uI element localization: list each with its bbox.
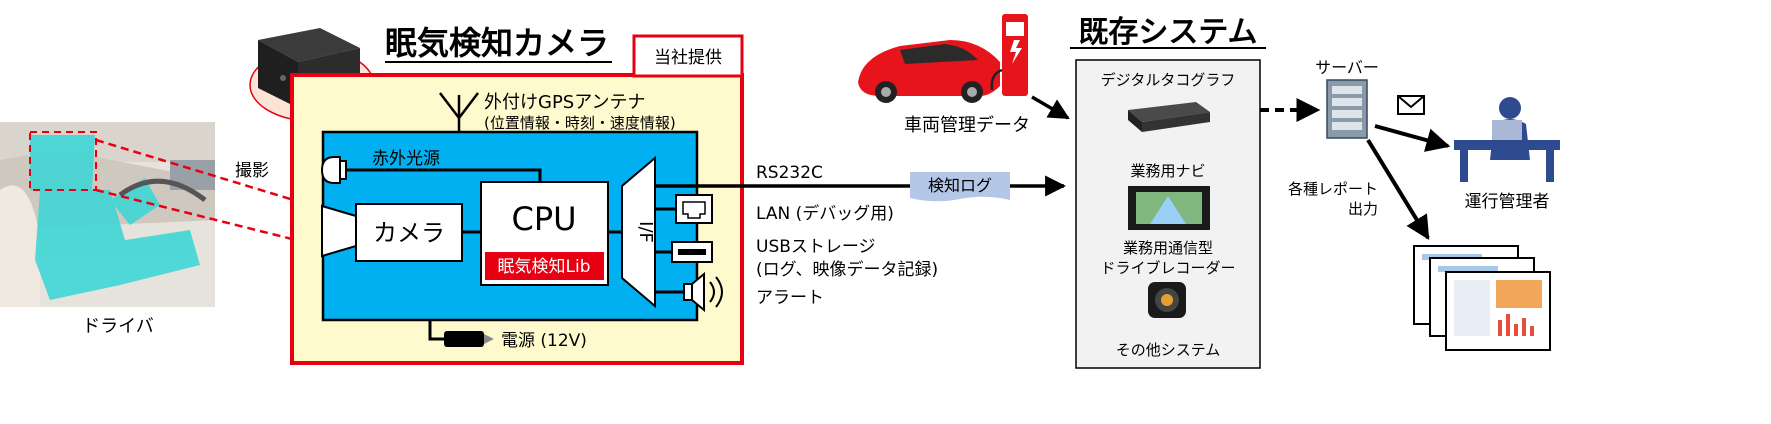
existing-item-telematics: 業務用通信型 — [1123, 239, 1213, 257]
manager-label: 運行管理者 — [1465, 192, 1550, 212]
camera-module-label: カメラ — [373, 219, 445, 247]
server-icon — [1326, 79, 1368, 139]
usb-sublabel: (ログ、映像データ記録) — [756, 259, 938, 280]
power-label: 電源 (12V) — [501, 331, 587, 351]
product-title: 眠気検知カメラ — [385, 24, 609, 62]
mail-icon — [1397, 95, 1425, 115]
antenna-icon — [439, 92, 479, 132]
navigation-icon — [1128, 186, 1210, 230]
vehicle-data-arrow — [1031, 95, 1070, 120]
interface-label: I/F — [635, 221, 656, 243]
lan-label: LAN (デバッグ用) — [756, 203, 894, 224]
detection-log-tag — [910, 172, 1010, 202]
existing-item-dashcam: ドライブレコーダー — [1100, 259, 1235, 277]
provided-badge-label: 当社提供 — [654, 48, 722, 68]
power-plug-icon — [444, 331, 494, 347]
usb-port-icon — [671, 241, 713, 263]
lan-port-icon — [675, 194, 713, 224]
camera-view-line-top — [95, 138, 321, 210]
provided-badge-box — [632, 34, 744, 78]
ir-wire — [346, 168, 542, 182]
cpu-label: CPU — [511, 200, 576, 238]
tachograph-icon — [1128, 102, 1210, 132]
existing-item-navi: 業務用ナビ — [1130, 162, 1205, 180]
camera-module-box[interactable] — [355, 203, 463, 262]
server-label: サーバー — [1315, 58, 1379, 77]
detection-log-label: 検知ログ — [928, 176, 992, 195]
shoot-label: 撮影 — [235, 161, 269, 181]
usb-label: USBストレージ — [756, 237, 876, 257]
existing-system-title: 既存システム — [1078, 15, 1257, 50]
driver-label: ドライバ — [82, 316, 154, 337]
existing-item-tachograph: デジタルタコグラフ — [1101, 71, 1236, 89]
report-label-line2: 出力 — [1348, 200, 1378, 218]
drowsiness-lib-box — [485, 252, 604, 280]
ir-light-label: 赤外光源 — [372, 149, 440, 169]
drowsiness-lib-label: 眠気検知Lib — [498, 257, 591, 277]
ir-light-icon — [320, 156, 347, 184]
driver-photo — [0, 122, 215, 307]
report-documents-icon — [1413, 245, 1551, 351]
server-report-arrow — [1366, 138, 1430, 241]
server-manager-arrow — [1374, 124, 1451, 152]
vehicle-data-label: 車両管理データ — [904, 115, 1030, 136]
interface-block — [621, 155, 656, 309]
report-label-line1: 各種レポート — [1288, 180, 1378, 198]
dashcam-icon — [1148, 282, 1186, 318]
ev-car-icon — [858, 14, 1028, 103]
gps-sublabel: (位置情報・時刻・速度情報) — [484, 114, 676, 132]
speaker-icon — [683, 271, 723, 313]
camera-lens-icon — [321, 204, 357, 258]
power-wire — [428, 320, 444, 341]
face-detection-box — [29, 131, 97, 191]
existing-item-other: その他システム — [1116, 341, 1221, 359]
alert-label: アラート — [756, 288, 824, 308]
driver-silhouette — [30, 135, 200, 300]
manager-icon — [1454, 97, 1560, 182]
rs232c-label: RS232C — [756, 163, 823, 183]
gps-label: 外付けGPSアンテナ — [484, 92, 646, 113]
